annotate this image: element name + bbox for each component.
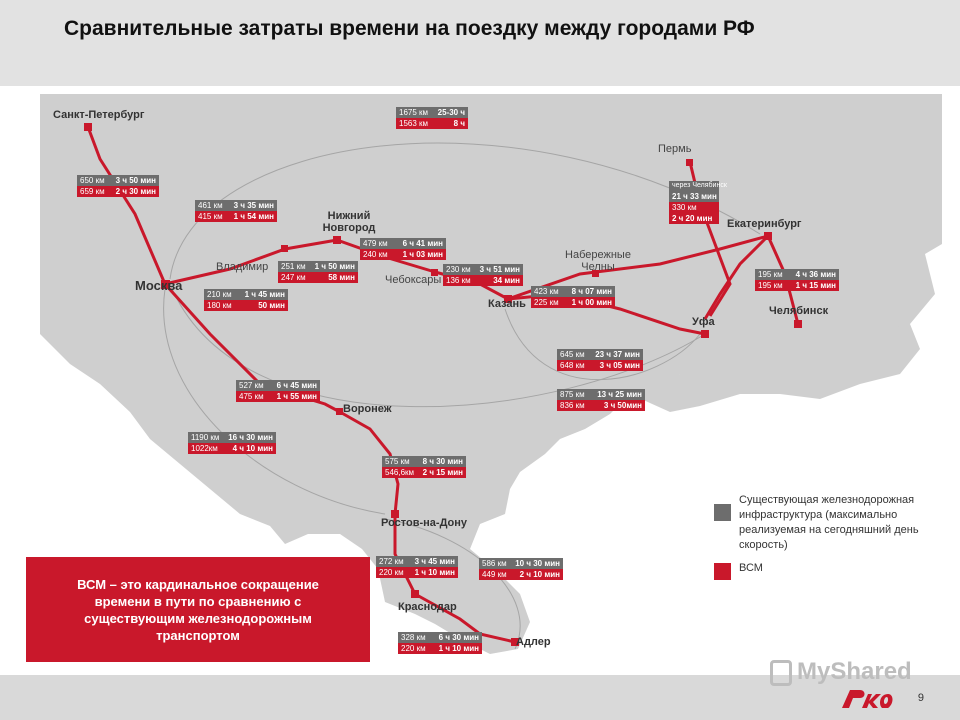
city-rostov: Ростов-на-Дону xyxy=(381,517,468,529)
map-land xyxy=(40,94,942,654)
watermark: MyShared xyxy=(797,658,912,685)
marker-moscow xyxy=(161,280,170,289)
marker-voronezh xyxy=(336,408,343,415)
hsr-krasnodar-adler xyxy=(414,592,516,644)
marker-kazan xyxy=(504,295,512,303)
marker-rostov xyxy=(391,510,399,518)
hsr-rostov-krasnodar xyxy=(393,514,417,595)
city-voronezh: Воронеж xyxy=(343,403,392,415)
marker-spb xyxy=(84,123,92,131)
city-ufa: Уфа xyxy=(692,316,715,328)
city-perm: Пермь xyxy=(658,143,692,155)
callout-text: ВСМ – это кардинальное сокращение времен… xyxy=(77,576,319,643)
map-land-east xyxy=(630,324,920,412)
legend-existing-swatch xyxy=(714,504,731,521)
existing-arc-ufa xyxy=(504,308,701,381)
marker-adler xyxy=(511,638,519,646)
marker-cheb xyxy=(431,269,438,276)
existing-arc-north xyxy=(169,142,761,280)
header-bar xyxy=(0,0,960,86)
city-krasnodar: Краснодар xyxy=(398,601,457,613)
marker-chel xyxy=(794,320,802,328)
hsr-moscow-nnov xyxy=(164,238,338,286)
footer-bar xyxy=(0,675,960,720)
city-moscow: Москва xyxy=(135,278,183,293)
city-spb: Санкт-Петербург xyxy=(53,109,145,121)
route-perm-ekb: через Челябинск 21 ч 33 мин 330 км 2 ч 2… xyxy=(669,181,727,224)
marker-perm xyxy=(686,159,693,166)
city-cheboksary: Чебоксары xyxy=(385,274,442,286)
city-chelyabinsk: Челябинск xyxy=(769,305,829,317)
city-nnov: Нижний Новгород xyxy=(322,210,376,234)
marker-vladimir xyxy=(281,245,288,252)
city-ekb: Екатеринбург xyxy=(727,218,802,230)
callout-box: ВСМ – это кардинальное сокращение времен… xyxy=(26,557,370,662)
page-title: Сравнительные затраты времени на поездку… xyxy=(64,17,755,40)
marker-nnov xyxy=(333,236,341,244)
city-vladimir: Владимир xyxy=(216,261,269,273)
city-kazan: Казань xyxy=(488,298,526,310)
marker-krasnodar xyxy=(411,590,419,598)
hsr-kazan-ekb xyxy=(507,234,769,301)
hsr-ekb-ufa xyxy=(703,234,770,320)
city-adler: Адлер xyxy=(516,636,551,648)
page-number: 9 xyxy=(917,692,924,704)
marker-ufa xyxy=(701,330,709,338)
city-chelny: Набережные Челны xyxy=(565,249,631,273)
legend-hsr-swatch xyxy=(714,563,731,580)
rzd-logo-icon xyxy=(842,690,893,708)
hsr-voronezh-rostov xyxy=(339,410,400,515)
marker-chelny xyxy=(592,270,599,277)
legend-hsr-label: ВСМ xyxy=(739,562,763,574)
myshared-icon xyxy=(770,660,792,686)
marker-ekb xyxy=(764,232,772,240)
legend-existing-label: Существующая железнодорожная инфраструкт… xyxy=(739,494,919,551)
